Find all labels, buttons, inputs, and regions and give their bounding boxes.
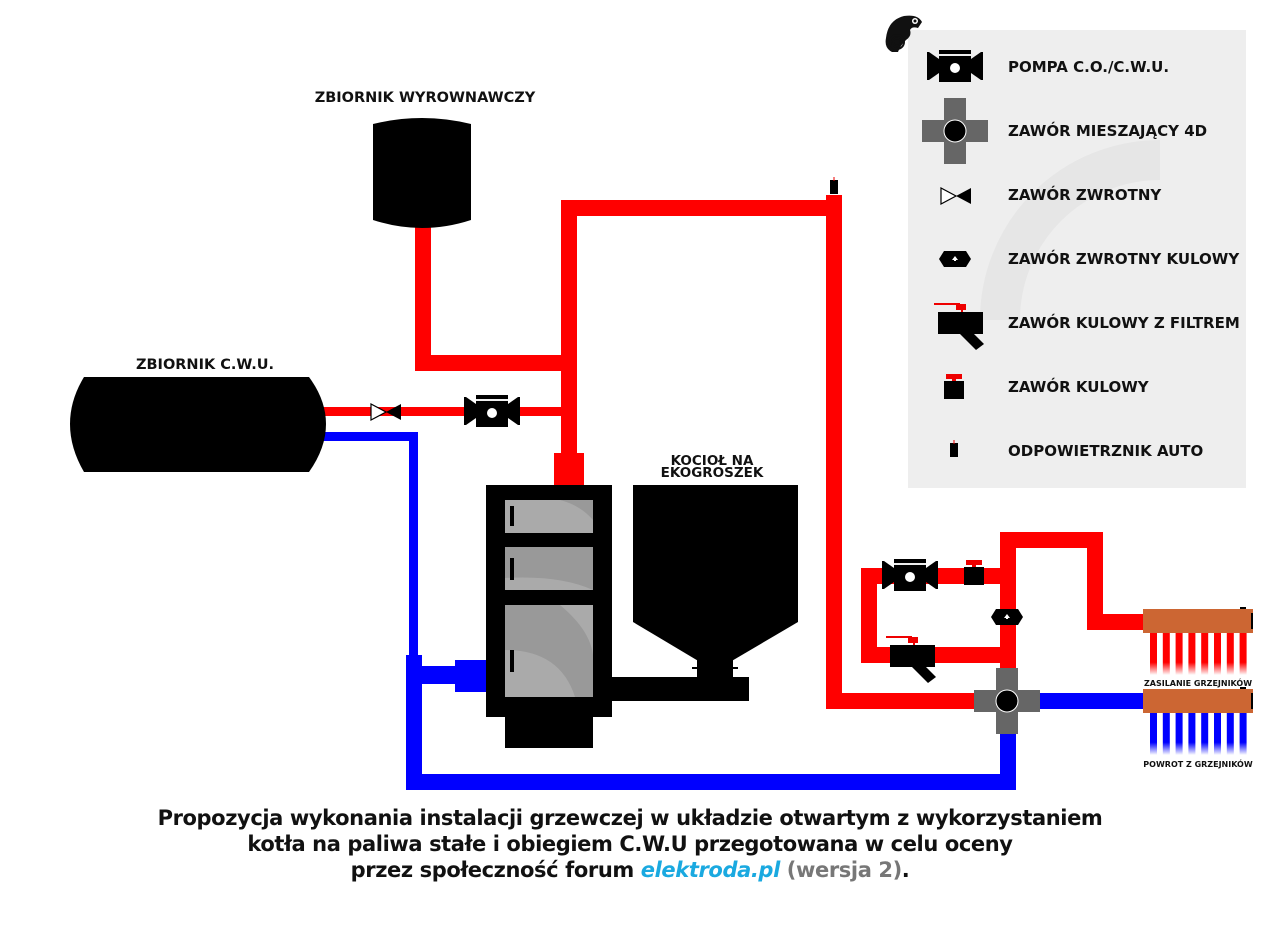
legend-watermark [980,140,1161,321]
ball-valve-icon [944,374,964,399]
manifold-outlet-pipe [1239,713,1247,755]
manifold-outlet-pipe [1162,633,1170,675]
legend-item-ball-valve: ZAWÓR KULOWY [944,374,1150,399]
mixing-valve-4d-icon [973,667,1041,735]
legend-label: ZAWÓR KULOWY Z FILTREM [1008,313,1240,332]
dhw-tank-label: ZBIORNIK C.W.U. [136,357,274,373]
manifold-outlet-pipe [1201,713,1209,755]
caption-version: (wersja 2) [786,858,902,882]
boiler-label-line2: EKOGROSZEK [661,465,764,481]
legend-label: ZAWÓR ZWROTNY [1008,185,1162,204]
ball-check-valve-icon [991,609,1023,625]
legend-item-pump: POMPA C.O./C.W.U. [927,50,1169,82]
elektroda-link[interactable]: elektroda.pl [640,858,780,882]
manifold-outlet-pipe [1214,633,1221,675]
manifold-outlet-pipe [1226,633,1234,675]
supply-manifold [1143,607,1253,633]
legend-item-check-valve: ZAWÓR ZWROTNY [940,185,1162,205]
expansion-tank-label: ZBIORNIK WYROWNAWCZY [315,90,536,106]
supply-manifold-label: ZASILANIE GRZEJNIKÓW [1144,677,1252,688]
pump-icon [464,395,520,427]
manifold-outlet-pipe [1188,633,1196,675]
manifold-outlet-pipe [1188,713,1196,755]
caption-line3-prefix: przez społeczność forum [350,858,641,882]
ball-check-valve-icon [939,251,971,267]
legend-label: ZAWÓR MIESZAJĄCY 4D [1008,121,1207,140]
caption-line3-suffix: . [901,858,910,882]
caption-line1: Propozycja wykonania instalacji grzewcze… [157,806,1103,830]
legend-label: ODPOWIETRZNIK AUTO [1008,442,1203,460]
manifold-outlet-pipe [1226,713,1234,755]
legend-label: POMPA C.O./C.W.U. [1008,58,1169,76]
auto-air-vent-icon [830,177,838,194]
check-valve-icon [370,403,402,421]
legend-label: ZAWÓR KULOWY [1008,377,1150,396]
manifold-outlet-pipe [1150,633,1157,675]
solid-fuel-boiler: KOCIOŁ NA EKOGROSZEK [486,453,798,748]
caption-line3: przez społeczność forum elektroda.pl (we… [0,857,1260,883]
manifold-outlet-pipe [1162,713,1170,755]
legend-label: ZAWÓR ZWROTNY KULOWY [1008,249,1240,268]
ball-valve-icon [964,560,984,585]
supply-outlets [1150,633,1247,675]
caption-line2: kotła na paliwa stałe i obiegiem C.W.U p… [247,832,1013,856]
expansion-tank: ZBIORNIK WYROWNAWCZY [315,90,536,228]
legend-item-ball-valve-filter: ZAWÓR KULOWY Z FILTREM [934,303,1240,350]
pump-icon [882,559,938,591]
legend-item-mixing-valve: ZAWÓR MIESZAJĄCY 4D [921,97,1207,165]
return-pipes [322,432,1148,790]
manifold-outlet-pipe [1214,713,1221,755]
return-outlets [1150,713,1247,755]
legend-item-ball-check-valve: ZAWÓR ZWROTNY KULOWY [939,249,1240,268]
caption: Propozycja wykonania instalacji grzewcze… [0,805,1260,883]
chameleon-logo-icon [885,15,922,53]
manifold-outlet-pipe [1175,713,1183,755]
return-manifold-label: POWROT Z GRZEJNIKÓW [1143,758,1253,769]
legend-item-air-vent: ODPOWIETRZNIK AUTO [950,440,1203,460]
manifold-outlet-pipe [1150,713,1157,755]
dhw-tank: ZBIORNIK C.W.U. [70,357,326,472]
manifold-outlet-pipe [1175,633,1183,675]
ball-valve-filter-icon [886,636,936,683]
manifold-outlet-pipe [1239,633,1247,675]
manifold-outlet-pipe [1201,633,1209,675]
return-manifold [1143,687,1253,713]
boiler-label-line1: KOCIOŁ NA [671,453,754,469]
